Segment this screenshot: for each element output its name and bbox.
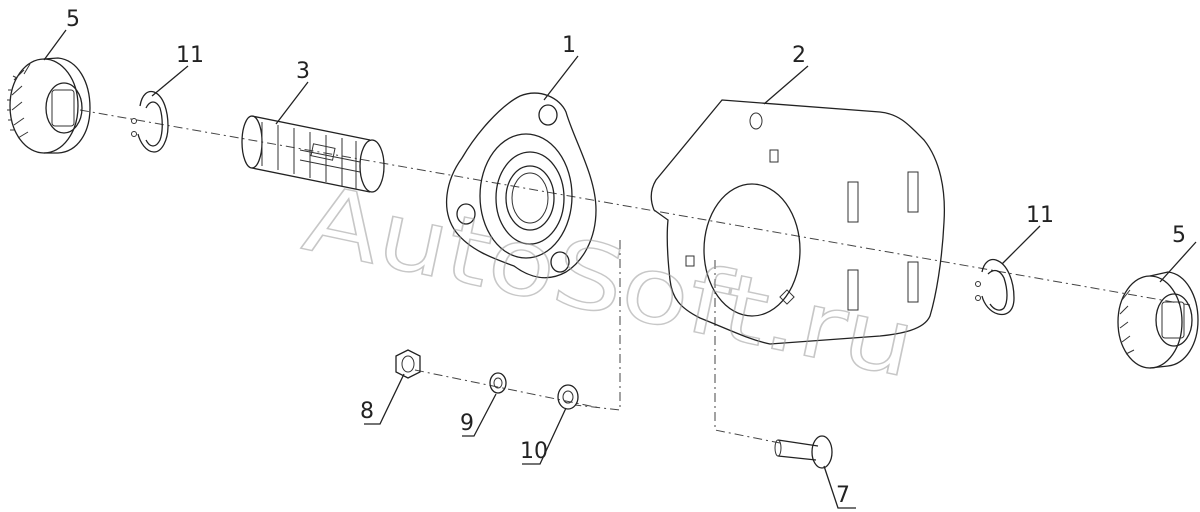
callout-ring-left: 11: [176, 43, 204, 68]
callout-nut: 8: [360, 399, 374, 424]
leader-lines: [43, 29, 1197, 509]
callout-gear-left: 5: [66, 7, 80, 32]
callout-washer: 9: [460, 411, 474, 436]
callout-gear-right: 5: [1172, 223, 1186, 248]
callout-plate: 2: [792, 43, 806, 68]
watermark-text: AutoSoft.ru: [295, 165, 924, 399]
center-lines: [79, 109, 1191, 444]
flat-washer: [557, 384, 579, 410]
gear-left: [7, 57, 91, 154]
callouts: 5 11 3 1 2 11 5 8 9 10 7: [66, 7, 1186, 508]
bearing-flange: [445, 92, 597, 279]
ring-right: [975, 258, 1015, 316]
mounting-plate: [650, 99, 946, 345]
ring-left: [131, 90, 169, 153]
spring-washer: [489, 372, 507, 394]
splined-shaft: [241, 115, 385, 193]
callout-bolt: 7: [836, 483, 850, 508]
bolt: [774, 435, 833, 469]
callout-shaft: 3: [296, 59, 310, 84]
callout-flange: 1: [562, 33, 576, 58]
gear-right: [1117, 271, 1199, 369]
callout-washer-flat: 10: [520, 439, 548, 464]
callout-ring-right: 11: [1026, 203, 1054, 228]
nut: [395, 349, 421, 379]
